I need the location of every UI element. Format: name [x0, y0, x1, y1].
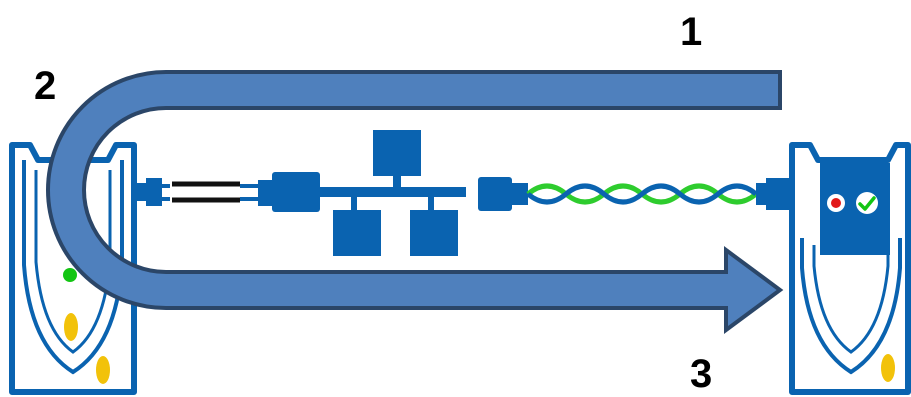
step-1-label: 1 [680, 10, 703, 54]
step-3-label: 3 [690, 352, 713, 396]
left-device-green-led-icon [63, 268, 77, 282]
signal-path-arrow [46, 70, 784, 334]
left-device-yellow-led-icon [64, 313, 78, 341]
twisted-pair-cable [478, 177, 792, 211]
step-2-label: 2 [34, 64, 57, 108]
right-device-yellow-led-icon [881, 354, 895, 382]
left-device-yellow-led-icon-2 [96, 356, 110, 384]
network-switch-icon [320, 130, 466, 256]
right-tester-device [789, 142, 911, 395]
left-patch-cable [134, 172, 320, 212]
right-rj45-connector-icon [478, 177, 512, 211]
